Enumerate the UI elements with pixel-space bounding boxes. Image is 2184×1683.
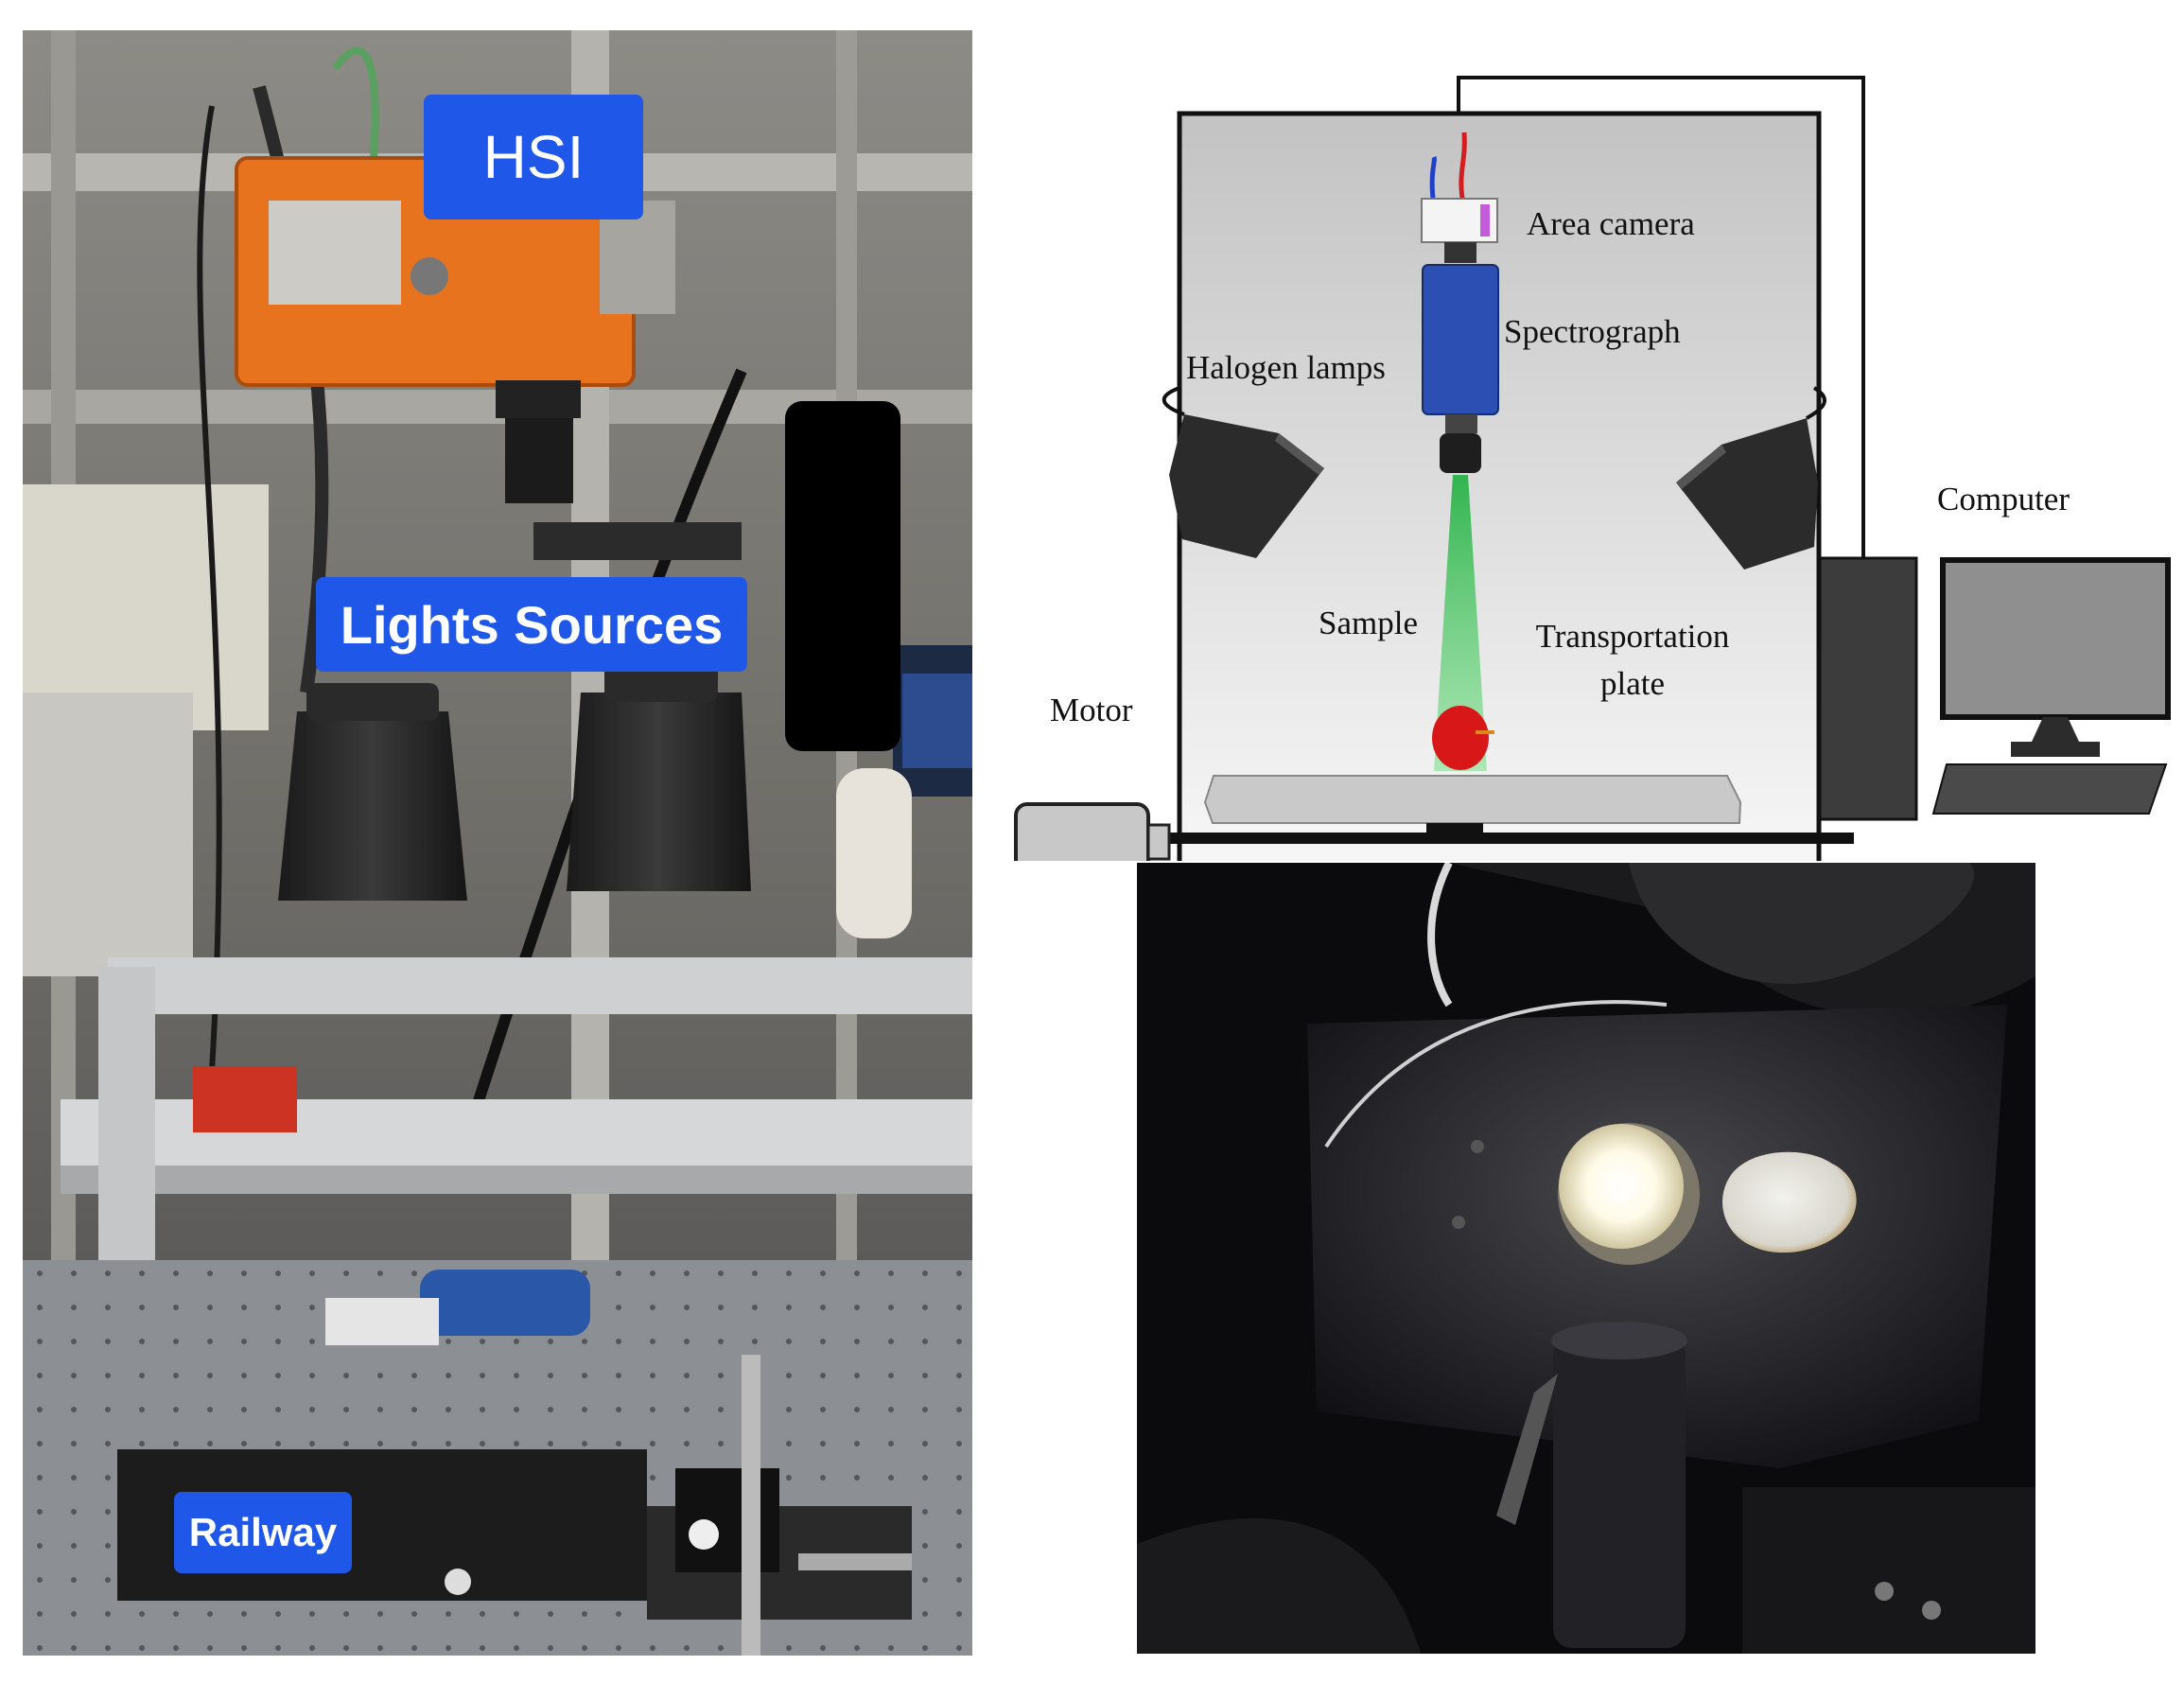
objective-lens <box>1440 433 1481 473</box>
plate-label: plate <box>1600 665 1665 702</box>
lights-sources-label: Lights Sources <box>316 577 747 672</box>
hsi-label: HSI <box>424 95 643 219</box>
sample-closeup-photo <box>1137 863 2035 1654</box>
spectrograph-label: Spectrograph <box>1504 313 1681 350</box>
sample <box>1432 706 1489 770</box>
hsi-schematic: Area camera Spectrograph Halogen lamps C… <box>1003 66 2175 861</box>
lens-tube <box>1553 1336 1686 1648</box>
setup-photo-illustration <box>23 30 972 1656</box>
sample-label: Sample <box>1319 605 1418 641</box>
scan-line-beam <box>1434 475 1487 771</box>
halogen-lamp-right <box>1676 386 1826 570</box>
motor-label: Motor <box>1050 692 1133 728</box>
halogen-lamp-left <box>1162 386 1324 558</box>
camera-computer-cable <box>1457 76 1865 558</box>
rail-upper <box>1154 833 1854 844</box>
computer-monitor <box>1940 557 2171 720</box>
area-camera-label: Area camera <box>1527 205 1695 242</box>
setup-photo: HSI Lights Sources Railway <box>23 30 972 1656</box>
schematic-diagram: Area camera Spectrograph Halogen lamps C… <box>1014 76 2171 861</box>
transportation-plate <box>1203 775 1742 824</box>
transportation-label: Transportation <box>1536 618 1730 655</box>
spectrograph <box>1422 264 1499 415</box>
sample-closeup-illustration <box>1137 863 2035 1654</box>
redaction-block <box>785 401 900 751</box>
motor <box>1014 802 1150 861</box>
railway-label: Railway <box>174 1492 352 1573</box>
computer-keyboard <box>1931 763 2168 815</box>
computer-label: Computer <box>1937 481 2070 517</box>
white-reference-disk <box>1559 1124 1684 1249</box>
sample-specimen <box>1722 1151 1857 1253</box>
halogen-lamps-label: Halogen lamps <box>1186 349 1386 386</box>
computer-tower <box>1818 556 1918 821</box>
